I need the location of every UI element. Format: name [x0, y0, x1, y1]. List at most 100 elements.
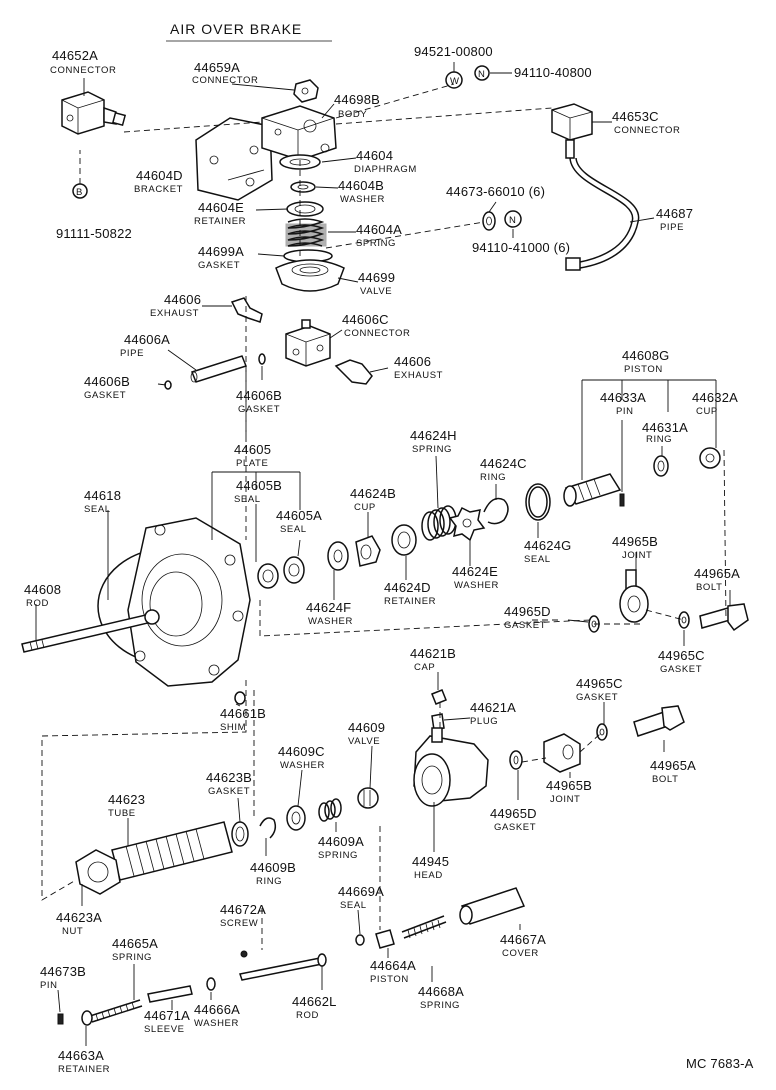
rod-44662L-drawing: [239, 953, 327, 981]
label-number: 44624F: [306, 600, 351, 615]
label-name: PIN: [616, 406, 634, 417]
label-number: 44608: [24, 582, 61, 597]
label-number: 44604B: [338, 178, 384, 193]
label-number: 44673B: [40, 964, 86, 979]
label-name: RING: [256, 876, 282, 887]
nut-44623A-drawing: [75, 849, 121, 895]
label-name: PIPE: [660, 222, 684, 233]
label-name: WASHER: [280, 760, 325, 771]
svg-text:W: W: [450, 76, 460, 87]
retainer-44624D-drawing: [391, 524, 417, 556]
label-number: 44965D: [504, 604, 551, 619]
label-number: 44606B: [84, 374, 130, 389]
body-bracket-drawing: [195, 105, 337, 201]
label-name: PISTON: [624, 364, 663, 375]
label-name: PLATE: [236, 458, 268, 469]
label-name: HEAD: [414, 870, 443, 881]
screw-44672A-drawing: [240, 950, 248, 958]
label-number: 44698B: [334, 92, 380, 107]
label-number: 44633A: [600, 390, 646, 405]
label-name: PLUG: [470, 716, 498, 727]
label-number: 44661B: [220, 706, 266, 721]
washer-94521-drawing: W: [445, 71, 463, 89]
label-name: WASHER: [308, 616, 353, 627]
label-name: JOINT: [550, 794, 580, 805]
label-number: 44699A: [198, 244, 244, 259]
label-name: SLEEVE: [144, 1024, 185, 1035]
label-number: 44608G: [622, 348, 669, 363]
label-number: 44672A: [220, 902, 266, 917]
label-name: EXHAUST: [394, 370, 443, 381]
label-name: GASKET: [576, 692, 618, 703]
seal-44669A-drawing: [355, 934, 365, 946]
label-name: VALVE: [348, 736, 380, 747]
label-number: 44606B: [236, 388, 282, 403]
svg-text:N: N: [509, 215, 516, 226]
valve-44609-drawing: [357, 787, 379, 809]
label-name: ROD: [296, 1010, 319, 1021]
label-name: JOINT: [622, 550, 652, 561]
diagram-reference-code: MC 7683-A: [686, 1056, 754, 1071]
label-name: RING: [480, 472, 506, 483]
spring-44665A-drawing: [89, 999, 143, 1023]
rod-44608-drawing: [21, 609, 160, 653]
gasket-44623B-drawing: [231, 821, 249, 847]
label-name: SCREW: [220, 918, 258, 929]
label-number: 44621A: [470, 700, 516, 715]
label-name: GASKET: [84, 390, 126, 401]
label-name: VALVE: [360, 286, 392, 297]
joint-44965B-lower-drawing: [543, 733, 581, 773]
label-name: GASKET: [198, 260, 240, 271]
label-number: 44605: [234, 442, 271, 457]
label-number: 44623A: [56, 910, 102, 925]
part-labels: 44652A CONNECTOR 44659A CONNECTOR 94521-…: [24, 44, 740, 1075]
spring-44604A-drawing: [285, 218, 327, 247]
svg-text:B: B: [76, 187, 83, 198]
seal-44624G-drawing: [525, 483, 551, 521]
label-name: GASKET: [660, 664, 702, 675]
label-name: RETAINER: [194, 216, 246, 227]
gasket-44965C-lower-drawing: [596, 723, 608, 741]
washer-44666A-drawing: [206, 977, 216, 991]
label-name: RETAINER: [58, 1064, 110, 1075]
label-number: 44631A: [642, 420, 688, 435]
leader-lines: [35, 62, 731, 1046]
assembly-dashed-lines: [41, 83, 727, 950]
label-number: 44604A: [356, 222, 402, 237]
label-name: NUT: [62, 926, 83, 937]
label-name: SHIM: [220, 722, 246, 733]
cover-44667A-drawing: [459, 887, 526, 925]
label-name: RING: [646, 434, 672, 445]
label-name: GASKET: [208, 786, 250, 797]
label-name: BOLT: [696, 582, 723, 593]
washer-44624F-drawing: [327, 541, 349, 571]
label-number: 44624B: [350, 486, 396, 501]
pin-44673B-drawing: [57, 1013, 64, 1025]
label-name: SEAL: [280, 524, 307, 535]
label-name: SPRING: [112, 952, 152, 963]
washer-44609C-drawing: [286, 805, 306, 831]
label-name: CUP: [696, 406, 718, 417]
label-number: 44606: [164, 292, 201, 307]
label-number: 44653C: [612, 109, 659, 124]
diagram-title: AIR OVER BRAKE: [170, 21, 302, 37]
label-number: 44624C: [480, 456, 527, 471]
label-name: PIPE: [120, 348, 144, 359]
label-number: 44604: [356, 148, 393, 163]
label-number: 44606A: [124, 332, 170, 347]
label-name: WASHER: [454, 580, 499, 591]
label-name: CONNECTOR: [614, 125, 680, 136]
label-number: 44609: [348, 720, 385, 735]
label-name: GASKET: [504, 620, 546, 631]
label-number: 44965A: [650, 758, 696, 773]
label-number: 44965A: [694, 566, 740, 581]
gasket-44606B-right-drawing: [258, 353, 266, 365]
piston-44664A-drawing: [375, 929, 395, 949]
label-number: 44609A: [318, 834, 364, 849]
label-name: RETAINER: [384, 596, 436, 607]
connector-44652A-drawing: [61, 91, 127, 135]
label-name: COVER: [502, 948, 539, 959]
label-number: 44673-66010 (6): [446, 184, 545, 199]
label-number: 44667A: [500, 932, 546, 947]
